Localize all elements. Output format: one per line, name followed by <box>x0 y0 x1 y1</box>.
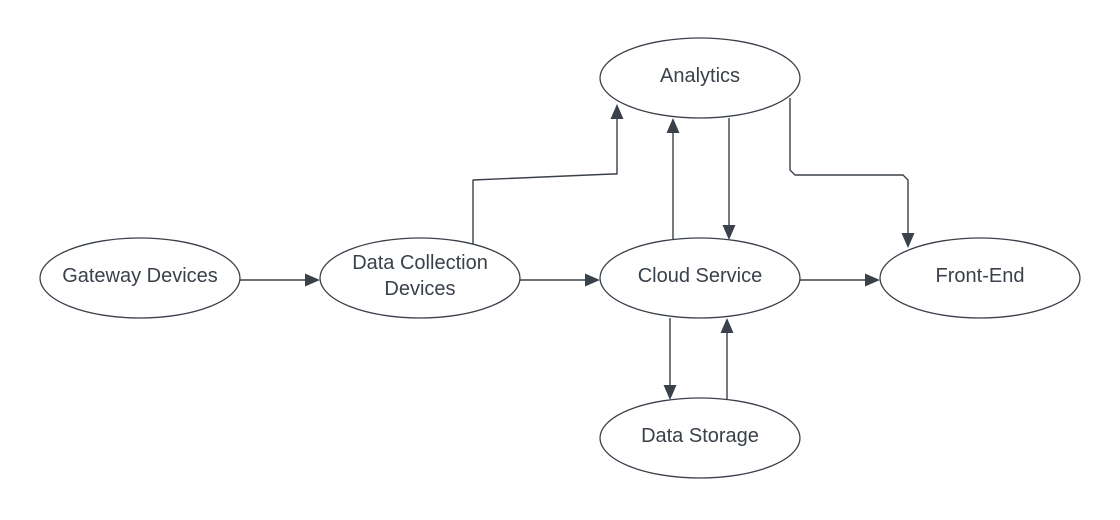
edge-collection-to-analytics <box>472 104 624 244</box>
connector-line <box>472 116 618 244</box>
edge-collection-to-cloud <box>520 273 600 287</box>
node-analytics[interactable]: Analytics <box>599 37 801 119</box>
edge-storage-to-cloud <box>720 318 734 400</box>
node-label: Cloud Service <box>638 265 763 287</box>
node-ellipse[interactable] <box>319 237 521 319</box>
node-frontend[interactable]: Front-End <box>879 237 1081 319</box>
node-gateway[interactable]: Gateway Devices <box>39 237 241 319</box>
arrowhead-icon <box>720 318 734 333</box>
node-storage[interactable]: Data Storage <box>599 397 801 479</box>
node-ellipse[interactable] <box>599 397 801 479</box>
arrowhead-icon <box>722 225 736 240</box>
node-label: Front-End <box>936 265 1025 287</box>
node-ellipse[interactable] <box>599 237 801 319</box>
node-label: Analytics <box>660 65 740 87</box>
connector-line <box>789 98 909 236</box>
arrowhead-icon <box>610 104 624 119</box>
edge-cloud-to-analytics <box>666 118 680 240</box>
arrowhead-icon <box>666 118 680 133</box>
node-ellipse[interactable] <box>39 237 241 319</box>
arrowhead-icon <box>305 273 320 287</box>
arrowhead-icon <box>663 385 677 400</box>
node-ellipse[interactable] <box>879 237 1081 319</box>
edge-cloud-to-frontend <box>800 273 880 287</box>
edge-analytics-to-cloud <box>722 118 736 240</box>
node-cloud[interactable]: Cloud Service <box>599 237 801 319</box>
node-label: Data Collection <box>352 252 488 274</box>
edge-cloud-to-storage <box>663 318 677 400</box>
node-label: Data Storage <box>641 425 759 447</box>
arrowhead-icon <box>585 273 600 287</box>
node-label: Gateway Devices <box>62 265 218 287</box>
node-ellipse[interactable] <box>599 37 801 119</box>
arrowhead-icon <box>901 233 915 248</box>
edge-gateway-to-collection <box>240 273 320 287</box>
edge-analytics-to-frontend <box>789 98 915 248</box>
node-label: Devices <box>384 278 455 300</box>
arrowhead-icon <box>865 273 880 287</box>
edges <box>240 98 915 400</box>
